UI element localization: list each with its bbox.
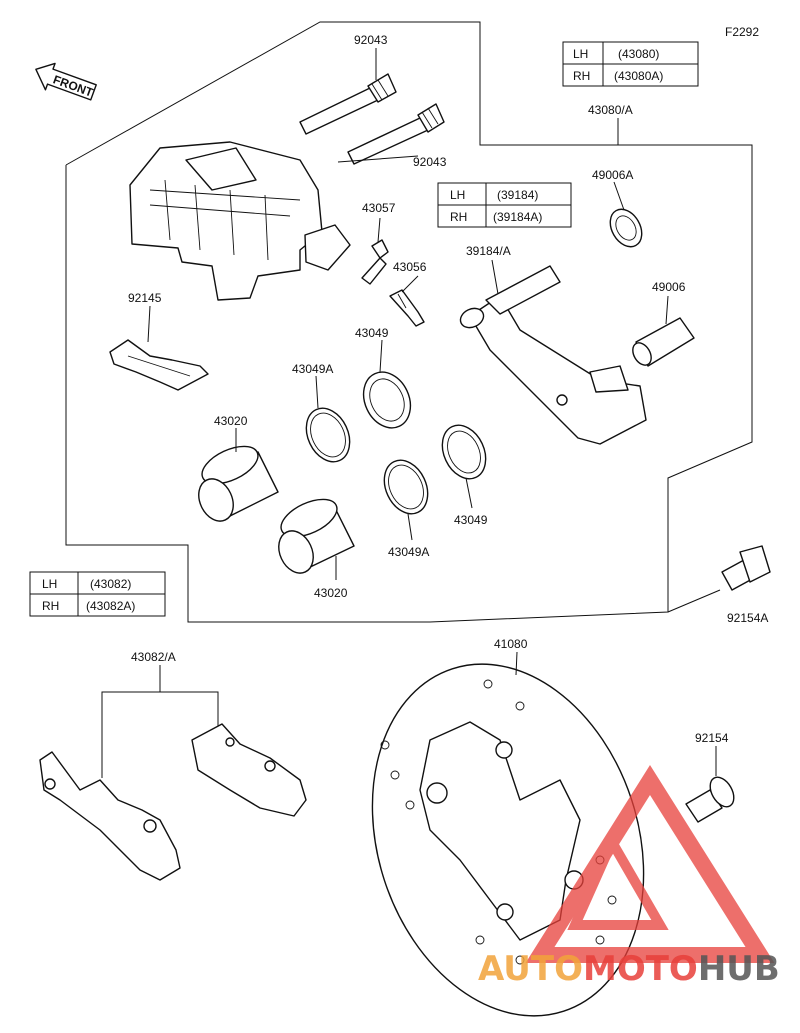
pin-92043-mid [347,103,445,165]
dust-seal-43049A-bot [383,459,429,515]
label-39184: 39184/A [466,244,511,258]
label-92145: 92145 [128,291,162,305]
label-43057: 43057 [362,201,396,215]
caliper-assembly-frame [65,21,753,623]
label-43049A-bot: 43049A [388,545,429,559]
pads-lh-code: (43082) [90,577,131,591]
piston-43020-bot [278,498,355,574]
brake-pad-43082-left [39,751,181,881]
holder-lh-side: LH [450,188,465,202]
label-49006: 49006 [652,280,686,294]
leader-lines [147,48,717,776]
dust-boot-49006 [632,317,695,367]
label-43049-bot: 43049 [454,513,488,527]
holder-rh-side: RH [450,210,467,224]
label-43049-top: 43049 [355,326,389,340]
pin-92043-top [299,73,397,135]
pads-code-table: LH (43082) RH (43082A) [29,571,166,617]
label-92043-top: 92043 [354,33,388,47]
piston-seal-43049-top [362,371,412,429]
caliper-lh-code: (43080) [618,47,659,61]
caliper-lh-side: LH [573,47,588,61]
bleed-valve-43056 [389,289,425,327]
disc-bolt-92154 [685,776,735,823]
leader-92154A [667,589,721,613]
label-43020-top: 43020 [214,414,248,428]
piston-seal-43049-bot [441,424,487,480]
label-43049A-top: 43049A [292,362,333,376]
front-arrow-icon: FRONT [35,62,97,101]
dust-seal-43049A-top [305,407,351,463]
holder-lh-code: (39184) [497,188,538,202]
pad-spring-92145 [109,339,209,391]
caliper-body [129,141,351,301]
pads-lh-side: LH [42,577,57,591]
label-92043-mid: 92043 [413,155,447,169]
label-43056: 43056 [393,260,427,274]
figure-code: F2292 [725,25,759,39]
watermark-text: AUTOMOTOHUB [478,949,780,989]
caliper-rh-side: RH [573,69,590,83]
label-43020-bot: 43020 [314,586,348,600]
bolt-92154A [721,545,771,591]
label-92154: 92154 [695,731,729,745]
bleeder-cap-43057 [361,239,389,285]
holder-rh-code: (39184A) [493,210,542,224]
watermark-logo [525,764,775,963]
piston-43020-top [198,445,279,522]
caliper-rh-code: (43080A) [614,69,663,83]
dust-boot-49006A [609,208,643,248]
label-49006A: 49006A [592,168,633,182]
label-41080: 41080 [494,637,528,651]
label-43082: 43082/A [131,650,176,664]
brake-pad-43082-right [191,723,307,817]
caliper-code-table: LH (43080) RH (43080A) [562,41,699,87]
label-92154A: 92154A [727,611,768,625]
caliper-holder-39184 [459,265,647,445]
pads-rh-code: (43082A) [86,599,135,613]
label-43080: 43080/A [588,103,633,117]
pads-rh-side: RH [42,599,59,613]
holder-code-table: LH (39184) RH (39184A) [437,182,572,228]
